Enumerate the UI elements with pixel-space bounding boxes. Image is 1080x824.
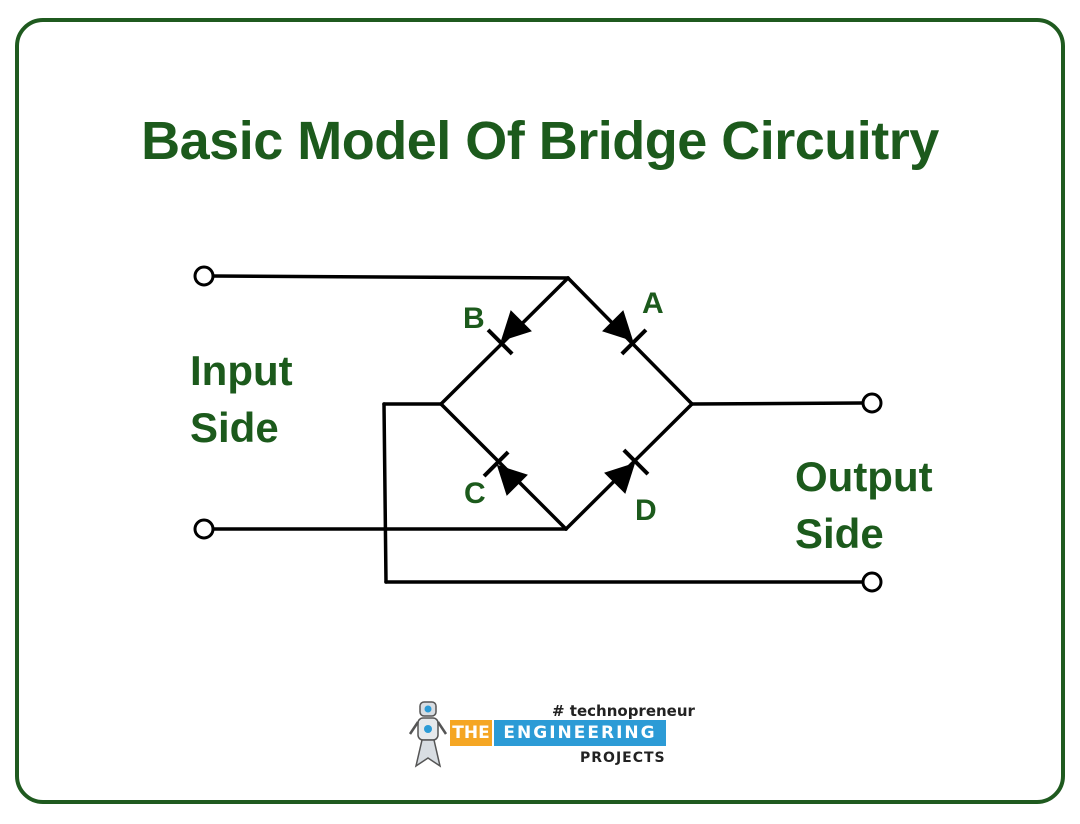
diode-b-label: B — [463, 302, 485, 335]
diode-a-label: A — [642, 287, 664, 320]
output-label-line2: Side — [795, 510, 884, 557]
input-label-line1: Input — [190, 347, 293, 394]
diagram-frame — [15, 18, 1065, 804]
output-side-label: Output Side — [795, 448, 933, 562]
diode-d — [604, 448, 650, 494]
diode-b — [486, 310, 532, 356]
diode-c-label: C — [464, 477, 486, 510]
diode-a — [602, 310, 648, 356]
engineering-projects-logo: # technopreneur THE ENGINEERING PROJECTS — [404, 698, 695, 774]
logo-engineering: ENGINEERING — [494, 720, 666, 746]
input-label-line2: Side — [190, 404, 279, 451]
wire-bridge-top-left — [439, 276, 570, 406]
terminal-output-top — [861, 392, 883, 414]
output-label-line1: Output — [795, 453, 933, 500]
logo-projects: PROJECTS — [580, 750, 666, 766]
terminal-input-top — [193, 265, 215, 287]
page-title: Basic Model Of Bridge Circuitry — [141, 111, 939, 171]
diode-c — [482, 450, 528, 496]
wire-return-vertical — [382, 402, 388, 584]
logo-the: THE — [450, 720, 492, 746]
wire-input-top — [210, 274, 570, 280]
wire-bridge-bottom-left — [439, 402, 568, 531]
logo-tagline: # technopreneur — [552, 702, 695, 720]
robot-icon — [408, 701, 448, 768]
terminal-input-bottom — [193, 518, 215, 540]
input-side-label: Input Side — [190, 342, 293, 456]
wire-bridge-top-right — [566, 276, 694, 406]
terminal-output-bottom — [861, 571, 883, 593]
wire-output-top — [690, 401, 864, 406]
diode-d-label: D — [635, 494, 657, 527]
